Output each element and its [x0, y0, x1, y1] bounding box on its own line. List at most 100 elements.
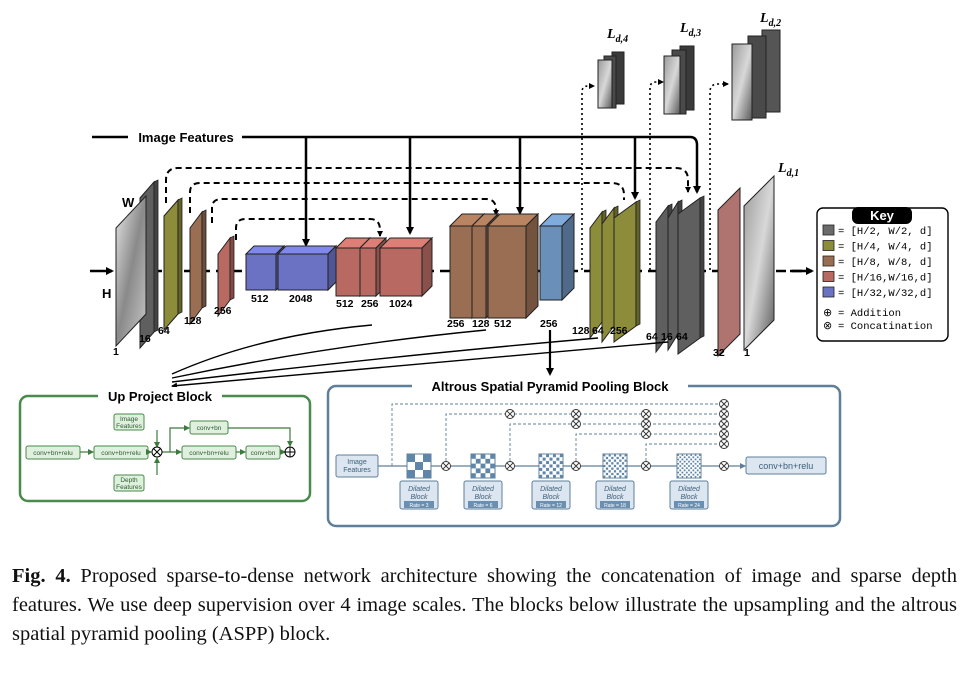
- image-features-label: Image Features: [138, 130, 233, 145]
- concat-op: [571, 409, 581, 419]
- channel-label: 256: [214, 305, 232, 317]
- width-label: W: [122, 195, 135, 210]
- dilated-grid-2: [470, 453, 496, 479]
- up-cbr3: conv+bn+relu: [189, 450, 229, 457]
- channel-label: 64: [158, 325, 170, 337]
- key-swatch: [822, 255, 835, 267]
- key-scale-text: = [H/8, W/8, d]: [838, 257, 933, 269]
- concat-op: [641, 419, 651, 429]
- network-architecture-figure: Image Features Ld,4Ld,3Ld,2Ld,1: [18, 11, 949, 528]
- dilated-block-label: Dilated: [472, 486, 495, 493]
- dilated-block-label: Dilated: [408, 486, 431, 493]
- up-depth-features-l2: Features: [116, 484, 142, 491]
- key-op-symbol: ⊕: [823, 306, 832, 319]
- rate-badge: [404, 501, 434, 508]
- key-swatch: [822, 224, 835, 236]
- up-project-title: Up Project Block: [108, 389, 213, 404]
- key-scale-text: = [H/32,W/32,d]: [838, 288, 933, 300]
- figure-caption: Fig. 4. Proposed sparse-to-dense network…: [12, 562, 957, 649]
- channel-label: 256: [540, 318, 558, 330]
- rate-badge: [536, 501, 566, 508]
- layer-256: [217, 235, 235, 318]
- up-project-block: Up Project Block Image Features Depth Fe…: [18, 387, 312, 503]
- final-output: [717, 174, 775, 358]
- concat-op: [641, 429, 651, 439]
- supervision-label: Ld,1: [777, 161, 799, 179]
- concat-op: [505, 461, 515, 471]
- dilated-block-label: Dilated: [540, 486, 563, 493]
- supervision-label: Ld,4: [606, 27, 628, 45]
- key-op-text: = Addition: [838, 308, 901, 320]
- concat-op: [719, 409, 729, 419]
- layer-256-olive: [613, 199, 641, 343]
- concat-op: [641, 461, 651, 471]
- channel-label: 128: [572, 325, 590, 337]
- dilated-block-label: Block: [606, 494, 624, 501]
- caption-text: Proposed sparse-to-dense network archite…: [12, 565, 957, 645]
- channel-label: 128: [184, 315, 202, 327]
- key-scale-text: = [H/4, W/4, d]: [838, 242, 933, 254]
- key-rows: = [H/2, W/2, d]= [H/4, W/4, d]= [H/8, W/…: [822, 224, 933, 333]
- key-title: Key: [870, 208, 895, 223]
- aspp-output: conv+bn+relu: [759, 461, 814, 471]
- aspp-input-l2: Features: [343, 467, 371, 474]
- supervision-outputs: [597, 29, 781, 121]
- dilated-grid-5: [676, 453, 702, 479]
- concat-op: [719, 419, 729, 429]
- concat-op: [505, 409, 515, 419]
- output-ld2: [731, 29, 781, 121]
- rate-label: Rate = 6: [473, 503, 492, 509]
- deep-supervision-links: [581, 79, 729, 270]
- rate-label: Rate = 12: [540, 503, 562, 509]
- dilated-grid-1: [406, 453, 432, 479]
- key-scale-text: = [H/16,W/16,d]: [838, 273, 933, 285]
- channel-label: 256: [447, 318, 465, 330]
- channel-label: 1: [744, 347, 750, 359]
- output-ld3: [663, 45, 695, 115]
- dilated-block-label: Block: [410, 494, 428, 501]
- layer-256-steel: [538, 212, 576, 302]
- rate-badge: [468, 501, 498, 508]
- key-swatch: [822, 271, 835, 282]
- up-image-features-l2: Features: [116, 423, 142, 430]
- key-swatch: [822, 286, 835, 298]
- layer-1024: [378, 236, 434, 298]
- image-features-line: [92, 135, 701, 247]
- rate-label: Rate = 18: [604, 503, 626, 509]
- channel-label: 256: [610, 325, 628, 337]
- channel-label: 32: [713, 347, 725, 359]
- dilated-block-label: Block: [680, 494, 698, 501]
- layer-64: [163, 197, 183, 332]
- channel-label: 16: [661, 331, 673, 343]
- channel-label: 16: [139, 333, 151, 345]
- caption-label: Fig. 4.: [12, 565, 71, 587]
- channel-label: 512: [494, 318, 512, 330]
- channel-label: 64: [676, 331, 688, 343]
- supervision-label: Ld,2: [759, 11, 781, 29]
- key-op-text: = Concatination: [838, 321, 933, 333]
- block-connectors: [171, 324, 669, 389]
- rate-badge: [674, 501, 704, 508]
- concat-op: [641, 409, 651, 419]
- up-cb-out: conv+bn: [251, 450, 276, 457]
- concat-op: [719, 461, 729, 471]
- aspp-title: Altrous Spatial Pyramid Pooling Block: [432, 379, 670, 394]
- output-ld4: [597, 51, 625, 109]
- layer-512-brown: [486, 212, 540, 320]
- dilated-grid-4: [602, 453, 628, 479]
- channel-label: 1: [113, 346, 119, 358]
- channel-label: 64: [592, 325, 604, 337]
- layer-2048: [276, 244, 338, 292]
- input-image: W H: [102, 194, 147, 348]
- layer-128: [189, 209, 207, 326]
- up-cb-top: conv+bn: [197, 425, 222, 432]
- rate-label: Rate = 24: [678, 503, 700, 509]
- channel-label: 256: [361, 298, 379, 310]
- up-cbr1: conv+bn+relu: [33, 450, 73, 457]
- channel-label: 512: [336, 298, 354, 310]
- layer-256-red: [358, 236, 388, 298]
- dilated-block-label: Block: [474, 494, 492, 501]
- concat-op: [441, 461, 451, 471]
- channel-label: 64: [646, 331, 658, 343]
